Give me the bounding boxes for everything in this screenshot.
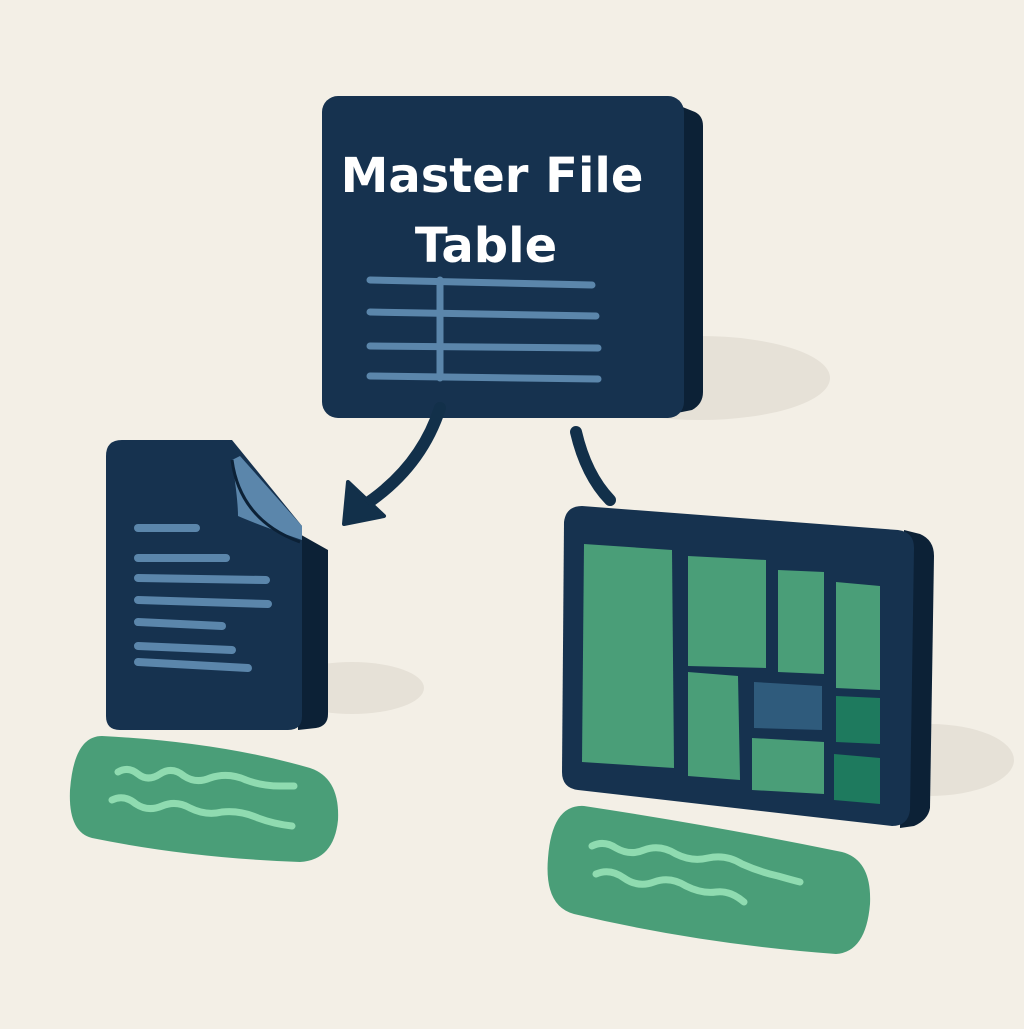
document-icon <box>106 440 424 730</box>
cluster-tile <box>778 570 824 674</box>
cluster-tile <box>754 682 822 730</box>
mft-title-line1: Master File <box>341 148 644 204</box>
cluster-tile <box>688 672 740 780</box>
arrow-to-cluster-map <box>570 426 616 506</box>
cluster-tiles <box>582 544 880 804</box>
mft-box: Master File Table <box>322 96 830 420</box>
cluster-tile <box>836 696 880 744</box>
cluster-tile <box>834 754 880 804</box>
cluster-map-icon <box>562 506 1014 828</box>
cluster-tile <box>836 582 880 690</box>
cluster-tile <box>688 556 766 668</box>
cluster-tile <box>582 544 674 768</box>
document-label-pill <box>69 736 339 862</box>
arrow-to-document <box>342 402 446 526</box>
scribble-label-icon <box>588 839 804 906</box>
document-text-lines <box>134 524 272 672</box>
cluster-tile <box>752 738 824 794</box>
mft-front-face <box>322 96 684 418</box>
scribble-label-icon <box>108 765 298 830</box>
cluster-map-label-pill <box>547 805 871 954</box>
document-page <box>106 440 302 730</box>
mft-table-lines <box>366 276 602 383</box>
document-fold <box>232 456 302 540</box>
mft-title-line2: Table <box>415 218 557 274</box>
